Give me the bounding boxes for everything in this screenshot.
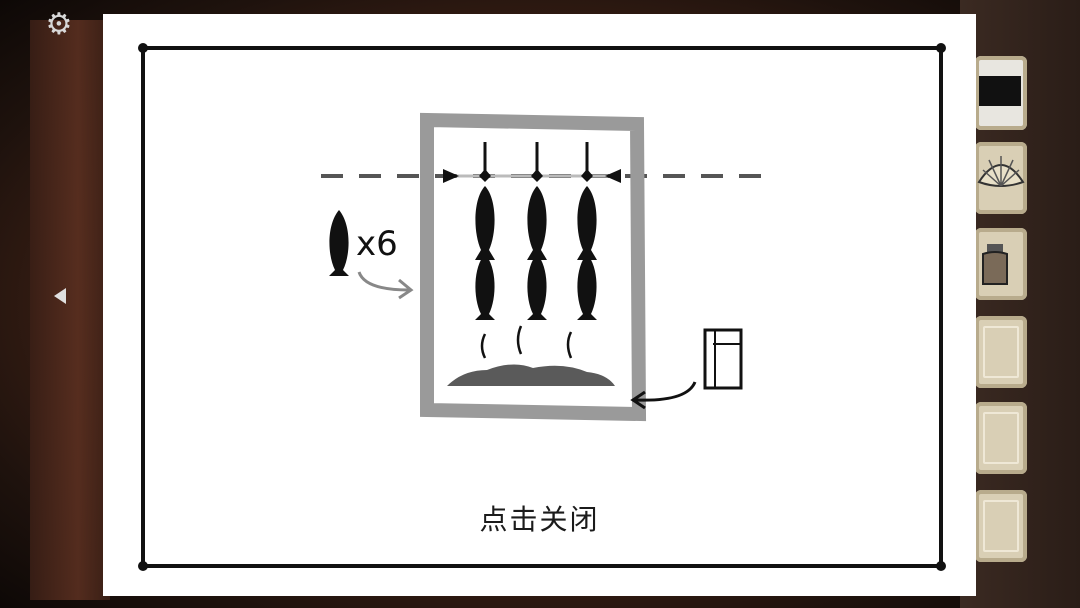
lighter-icon [703, 328, 743, 390]
shell-icon [977, 156, 1025, 187]
ash-pile [447, 364, 615, 386]
inventory-slot-shell[interactable] [975, 142, 1027, 214]
left-arrow-icon[interactable] [54, 288, 66, 304]
inventory-slot-tv[interactable] [975, 56, 1027, 130]
fish-icon [329, 210, 349, 276]
hint-card[interactable]: x6 点击关闭 [103, 14, 976, 596]
smoker-frame [420, 112, 647, 422]
inventory-slot-empty-2[interactable] [975, 402, 1027, 474]
gear-icon[interactable]: ⚙ [45, 7, 73, 42]
smoker-diagram [138, 43, 946, 571]
inventory-slot-empty-3[interactable] [975, 490, 1027, 562]
inventory-slot-empty-1[interactable] [975, 316, 1027, 388]
inventory-slot-jar[interactable] [975, 228, 1027, 300]
tv-icon [979, 76, 1021, 106]
fish-count-label: x6 [356, 224, 398, 264]
close-hint-text[interactable]: 点击关闭 [479, 503, 600, 536]
jar-icon [982, 244, 1008, 285]
hanging-fish [475, 142, 597, 320]
background-door-left [30, 20, 110, 600]
